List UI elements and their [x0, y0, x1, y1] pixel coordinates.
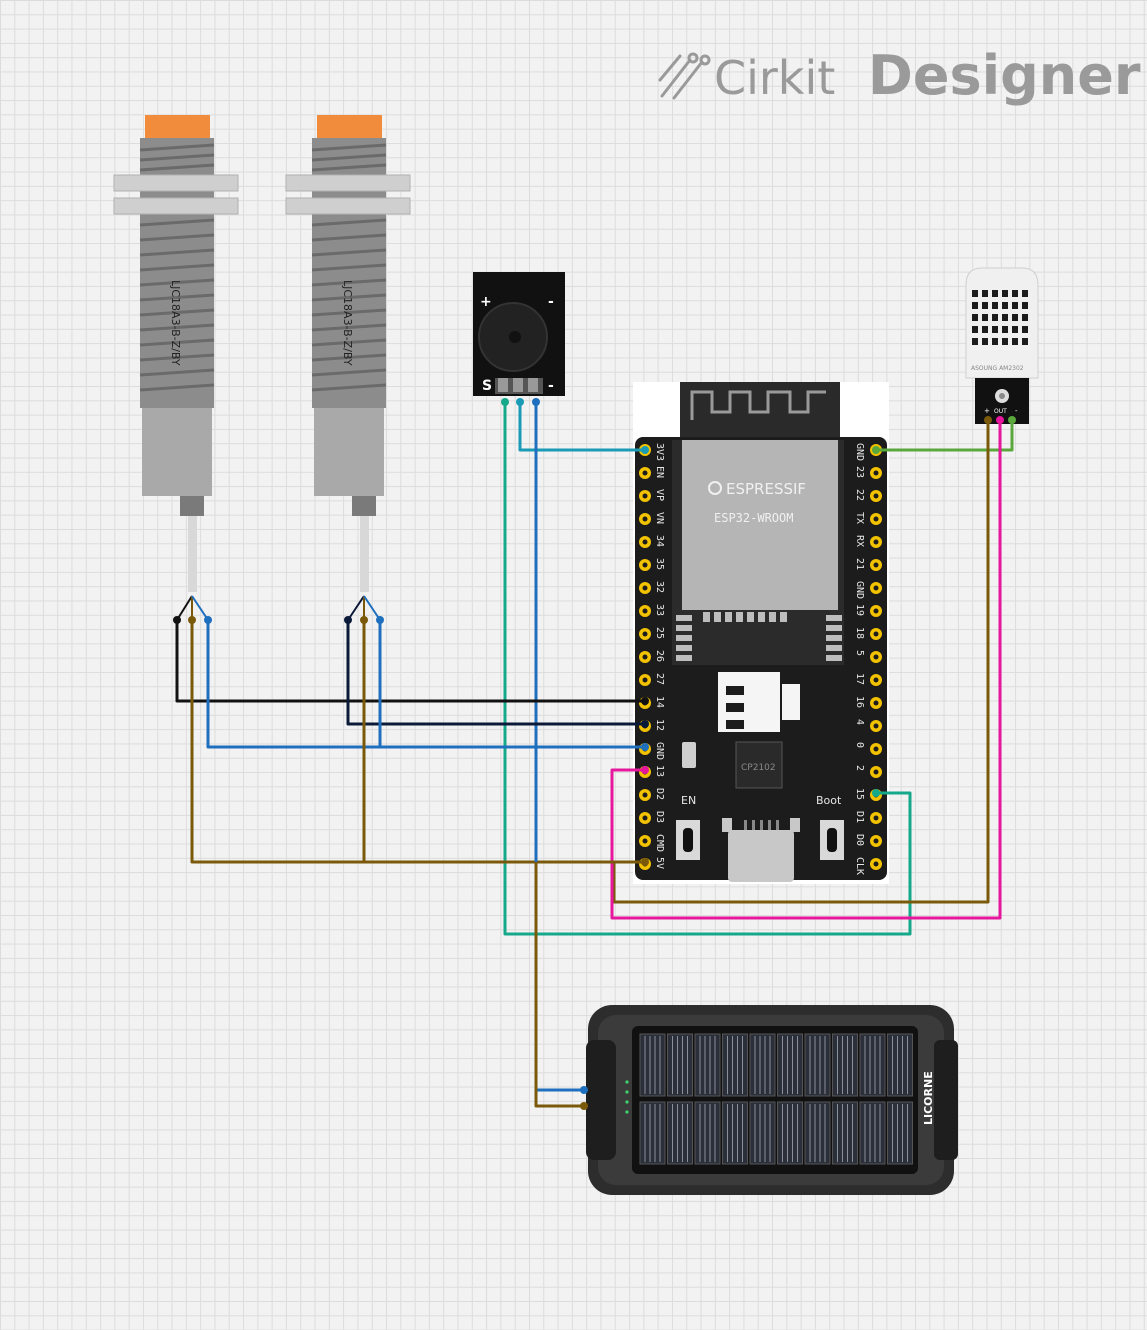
solar-power-bank[interactable]: LICORNE	[586, 1005, 958, 1195]
pin-label-left: 27	[654, 673, 665, 685]
pin-label-left: 26	[654, 650, 665, 662]
buzzer-minus-label: -	[548, 294, 554, 310]
pin-label-left: 33	[654, 604, 665, 616]
pin-label-left: 34	[654, 535, 665, 547]
pin-label-left: GND	[654, 742, 665, 760]
pin-label-right: 16	[854, 696, 865, 708]
pin-label-left: 14	[654, 696, 665, 708]
pin-label-right: 2	[854, 765, 865, 771]
boot-button[interactable]	[820, 820, 844, 860]
dht-out-label: OUT	[994, 408, 1007, 415]
buzzer-module[interactable]: + - S -	[473, 272, 565, 396]
pin-label-right: GND	[854, 581, 865, 599]
wire-buzzer-signal	[503, 402, 912, 936]
wire-powerbank-gnd	[534, 747, 584, 1092]
dht-plus-label: +	[984, 407, 990, 415]
dht-minus-label: -	[1015, 407, 1018, 415]
module-name: ESP32-WROOM	[714, 511, 793, 525]
pin-label-right: 15	[854, 788, 865, 800]
watermark-designer: Designer	[868, 44, 1141, 107]
pin-label-left: EN	[654, 466, 665, 478]
pin-label-right: 4	[854, 719, 865, 725]
esp32-board[interactable]: ESPRESSIF ESP32-WROOM CP2102 EN	[633, 382, 889, 884]
pin-label-right: 22	[854, 489, 865, 501]
pin-label-right: D0	[854, 834, 865, 846]
pin-label-right: 21	[854, 558, 865, 570]
pin-label-left: 32	[654, 581, 665, 593]
pin-label-left: 25	[654, 627, 665, 639]
wire-dht-vcc	[612, 420, 990, 904]
wire-sensor1-gnd	[206, 620, 536, 749]
buzzer-plus-label: +	[480, 294, 492, 310]
inductive-sensor-1[interactable]: LJC18A3-B-Z/BY	[113, 115, 239, 592]
dht-brand-label: ASOUNG AM2302	[971, 365, 1024, 372]
pin-label-left: 5V	[654, 857, 665, 869]
wire-endpoints	[173, 398, 1016, 1110]
pin-label-left: D3	[654, 811, 665, 823]
pin-label-right: 23	[854, 466, 865, 478]
pin-label-right: 5	[854, 650, 865, 656]
wire-dht-out	[610, 420, 1002, 920]
pin-label-left: VP	[654, 489, 665, 501]
watermark: Cirkit Designer	[658, 44, 1141, 107]
pin-label-right: D1	[854, 811, 865, 823]
pin-label-left: 12	[654, 719, 665, 731]
cp2102-label: CP2102	[741, 763, 776, 773]
pin-label-right: GND	[854, 443, 865, 461]
pin-label-left: 35	[654, 558, 665, 570]
dht-vent-grid	[972, 290, 1028, 345]
sensor-2-label: LJC18A3-B-Z/BY	[341, 280, 354, 366]
dht22-sensor[interactable]: ASOUNG AM2302 OUT + -	[965, 267, 1039, 424]
pin-label-left: CMD	[654, 834, 665, 852]
wire-buzzer-vcc	[518, 402, 645, 452]
pin-label-left: D2	[654, 788, 665, 800]
pin-label-right: CLK	[854, 857, 865, 875]
pin-label-left: VN	[654, 512, 665, 524]
wires	[175, 402, 1014, 1108]
pin-label-right: TX	[854, 512, 865, 524]
wire-powerbank-vcc	[534, 862, 584, 1108]
usb-port[interactable]	[722, 818, 800, 882]
boot-button-label: Boot	[816, 794, 842, 807]
inductive-sensor-2[interactable]: LJC18A3-B-Z/BY	[285, 115, 411, 592]
wire-dht-gnd	[876, 420, 1014, 452]
pin-label-right: 19	[854, 604, 865, 616]
pin-label-right: 0	[854, 742, 865, 748]
en-button-label: EN	[681, 794, 696, 807]
sensor-1-label: LJC18A3-B-Z/BY	[169, 280, 182, 366]
wire-sensor1-vcc	[190, 620, 645, 864]
solar-panel	[639, 1033, 913, 1165]
watermark-cirkit: Cirkit	[714, 51, 835, 105]
cirkit-logo-icon	[658, 52, 711, 100]
pin-label-left: 13	[654, 765, 665, 777]
buzzer-minus2-label: -	[548, 378, 554, 394]
pin-label-left: 3V3	[654, 443, 665, 461]
wire-sensor2-signal	[346, 620, 645, 726]
espressif-logo-text: ESPRESSIF	[726, 480, 806, 498]
wire-sensor1-signal	[175, 620, 645, 703]
buzzer-s-label: S	[482, 378, 492, 394]
pin-label-right: 17	[854, 673, 865, 685]
pin-label-right: 18	[854, 627, 865, 639]
wire-buzzer-gnd	[534, 402, 645, 749]
pin-label-right: RX	[854, 535, 865, 547]
espressif-logo-icon	[708, 481, 722, 495]
powerbank-brand: LICORNE	[922, 1071, 935, 1125]
en-button[interactable]	[676, 820, 700, 860]
